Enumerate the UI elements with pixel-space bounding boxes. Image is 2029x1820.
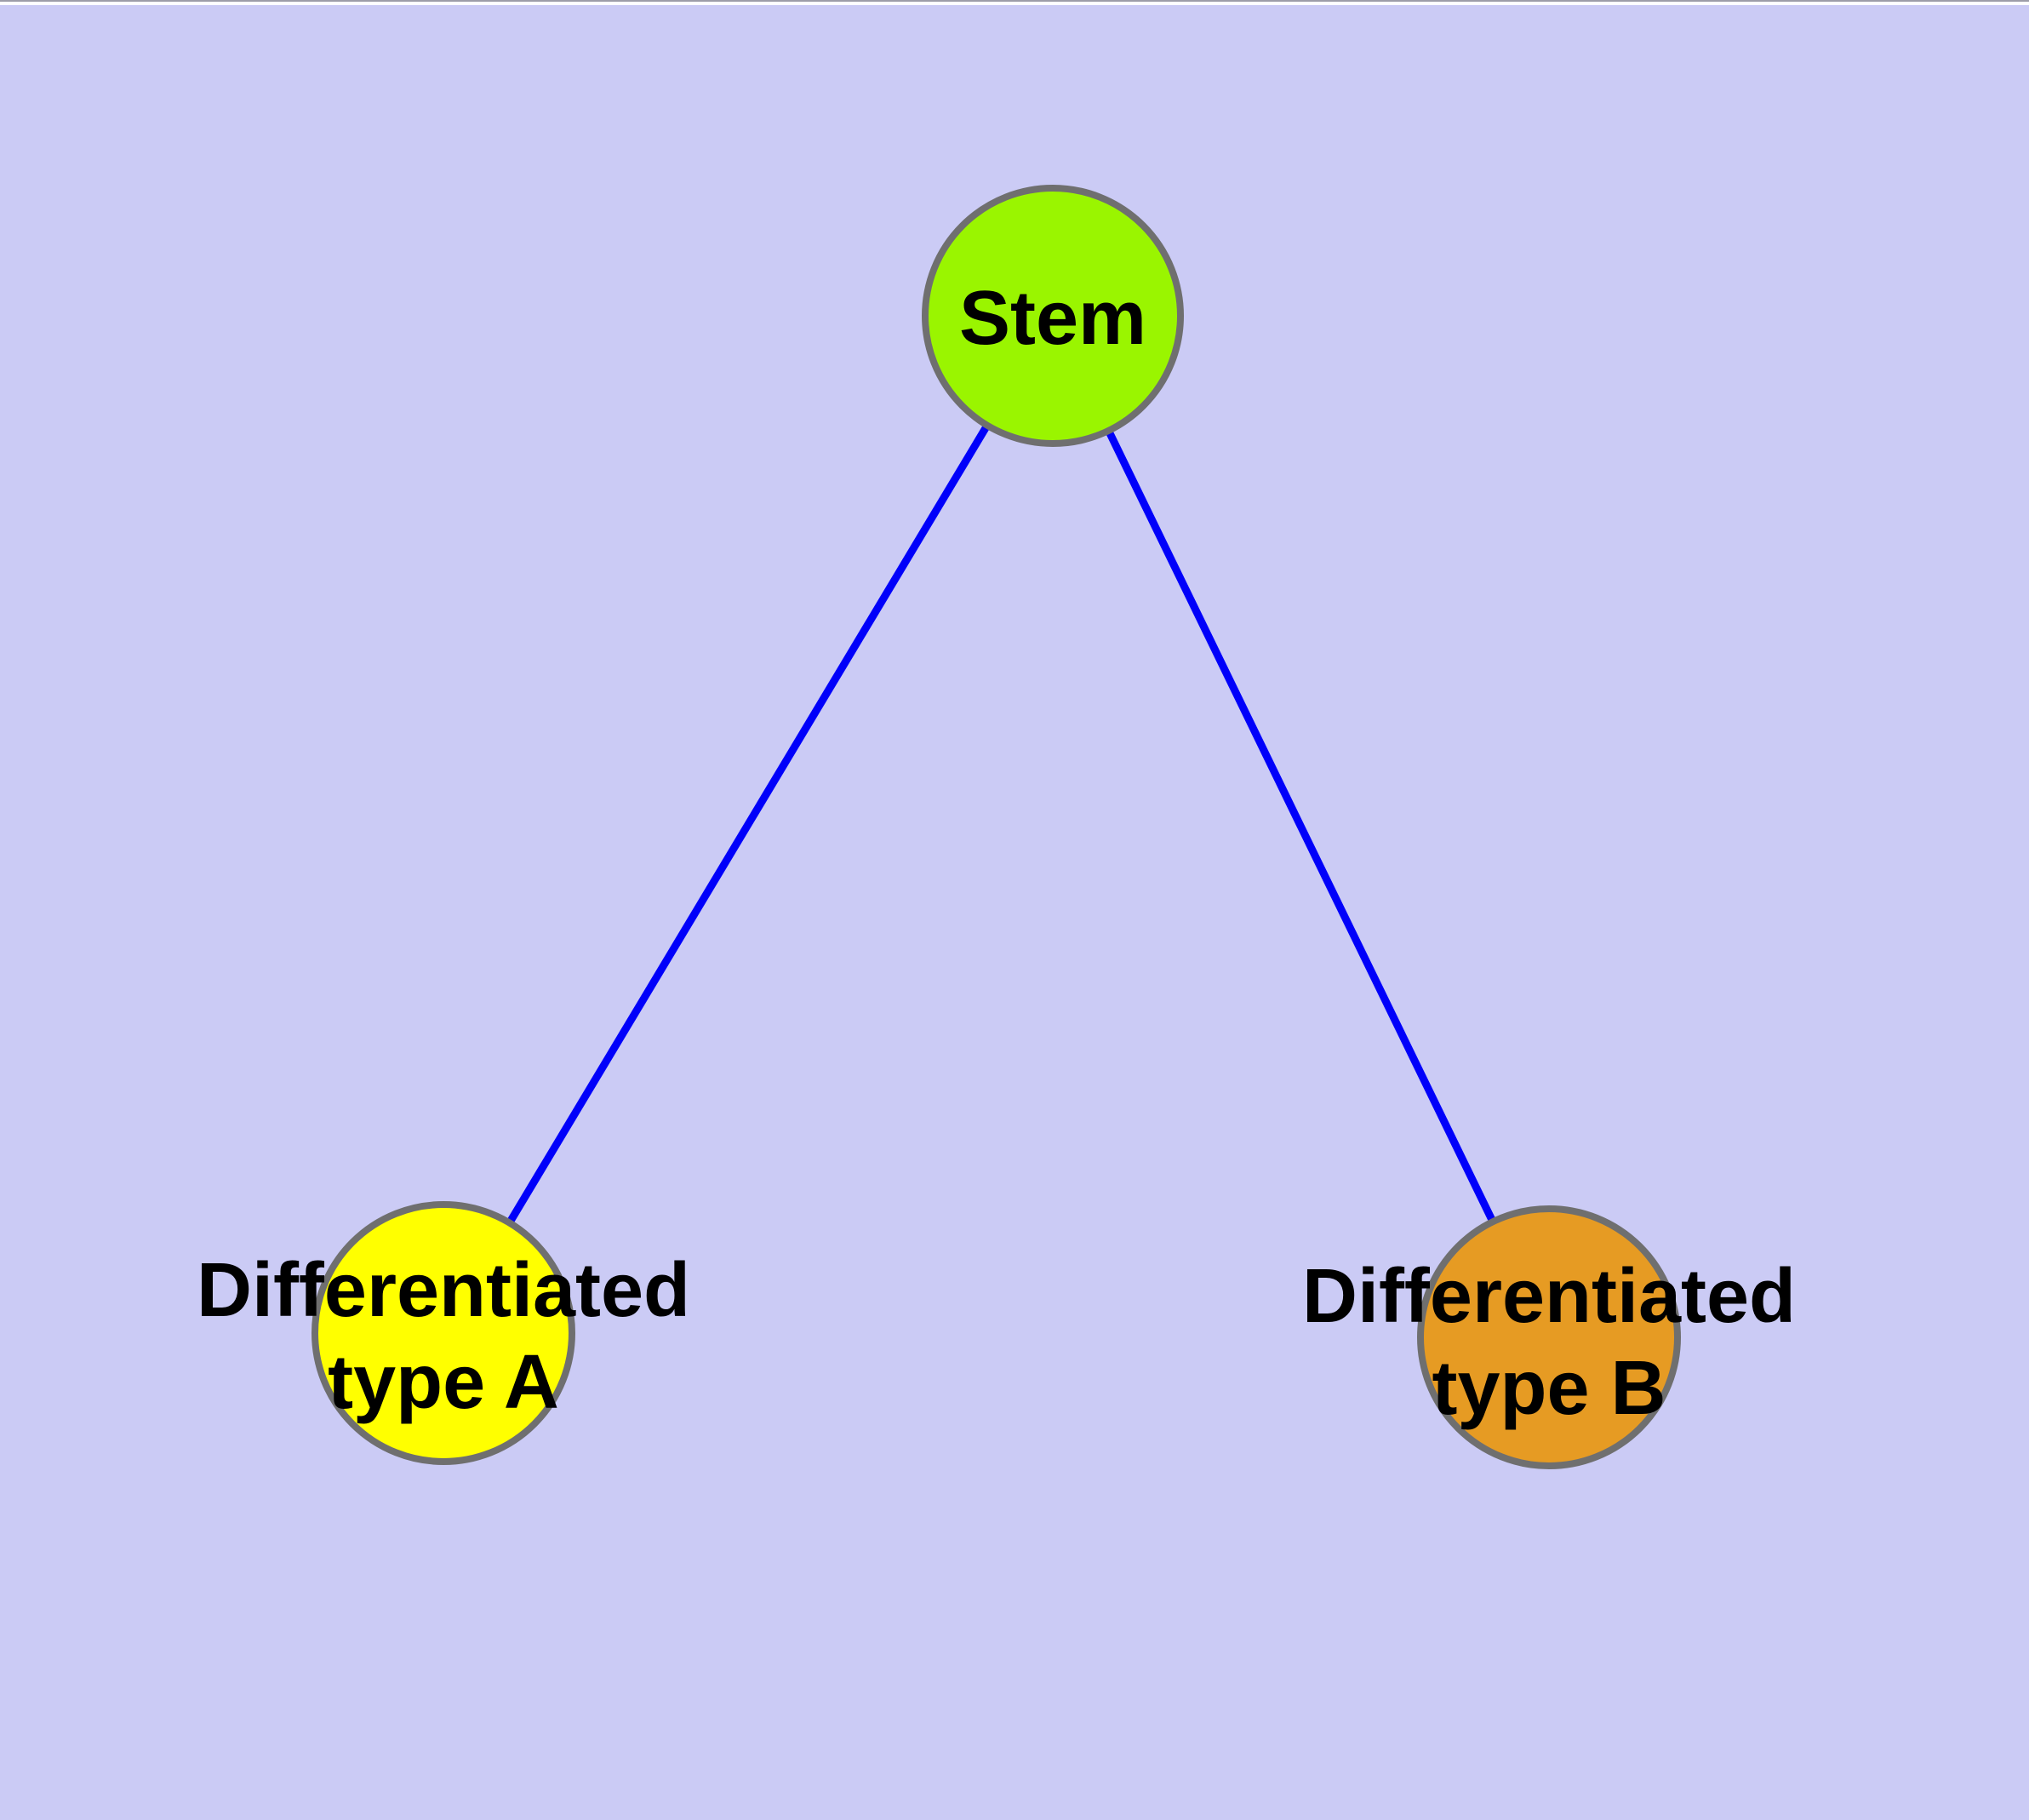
edge-stem-to-type-a	[440, 313, 1056, 1336]
node-type-a-label-line-2: type A	[328, 1340, 559, 1425]
window-top-strip	[0, 2, 2029, 5]
edge-stem-to-type-b	[1049, 314, 1553, 1339]
node-type-a	[311, 1201, 575, 1465]
window-top-border	[0, 0, 2029, 2]
node-type-b-label-line-1: Differentiated	[1302, 1254, 1796, 1339]
node-type-a-label-line-1: Differentiated	[197, 1248, 690, 1333]
node-stem-label: Stem	[959, 276, 1146, 361]
node-stem	[922, 185, 1184, 447]
node-type-b-label-line-2: type B	[1432, 1346, 1666, 1431]
node-type-b	[1417, 1205, 1681, 1469]
